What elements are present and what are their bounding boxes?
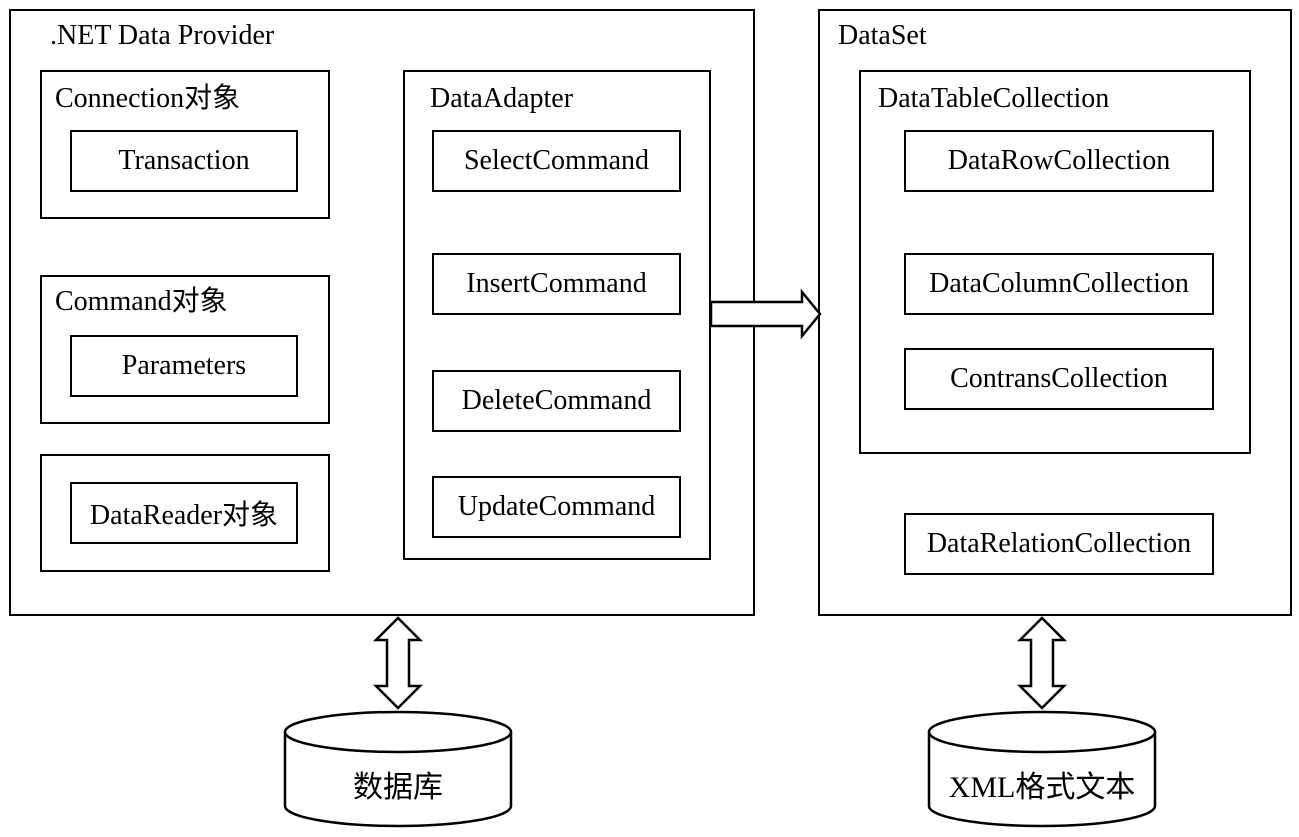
datareader-box: DataReader对象 [70,482,298,544]
insert-command-box: InsertCommand [432,253,681,315]
xml-label: XML格式文本 [948,771,1136,804]
provider-database-double-arrow [372,616,424,710]
provider-title: .NET Data Provider [50,20,275,51]
delete-command-box: DeleteCommand [432,370,681,432]
database-cylinder-icon [283,710,513,828]
contrans-collection-box: ContransCollection [904,348,1214,410]
datarow-collection-box: DataRowCollection [904,130,1214,192]
command-title: Command对象 [55,286,228,317]
connection-title: Connection对象 [55,83,241,114]
select-command-box: SelectCommand [432,130,681,192]
transaction-box: Transaction [70,130,298,192]
datarelation-collection-box: DataRelationCollection [904,513,1214,575]
update-command-box: UpdateCommand [432,476,681,538]
dataset-xml-double-arrow [1016,616,1068,710]
xml-cylinder-icon [927,710,1157,828]
database-label: 数据库 [353,771,443,804]
parameters-box: Parameters [70,335,298,397]
adapter-to-dataset-arrow [709,288,822,340]
dataset-title: DataSet [838,20,927,51]
datacolumn-collection-box: DataColumnCollection [904,253,1214,315]
datatable-collection-title: DataTableCollection [878,83,1110,114]
dataadapter-title: DataAdapter [430,83,574,114]
